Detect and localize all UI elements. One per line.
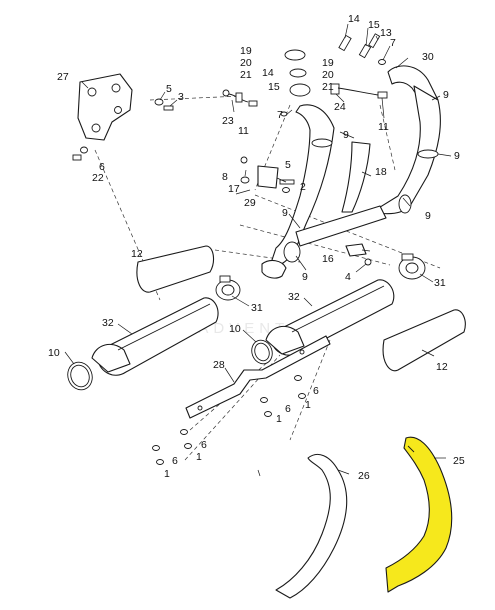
label-9: 9 [443,89,449,101]
clamp-31-right [398,253,426,280]
label-4: 4 [345,271,351,283]
muffler-shield-12-top [136,245,215,293]
front-header-pipe-9 [261,104,387,279]
label-9: 9 [302,271,308,283]
muffler-mount-bar-28 [185,335,331,419]
label-1: 1 [305,399,311,411]
label-11: 11 [378,121,389,133]
label-9: 9 [454,150,460,162]
header-pipe-26 [275,453,348,599]
label-1: 1 [196,451,202,463]
part-number-labels: 14 15 13 7 19 20 21 14 15 30 27 5 3 19 2… [48,13,465,482]
label-15: 15 [268,81,280,93]
label-9: 9 [425,210,431,222]
label-20: 20 [240,57,252,69]
label-17: 17 [228,183,240,195]
label-27: 27 [57,71,69,83]
label-12: 12 [131,248,143,260]
label-14: 14 [262,67,274,79]
label-6: 6 [99,161,105,173]
label-15: 15 [368,19,380,31]
label-31: 31 [434,277,446,289]
label-30: 30 [422,51,434,63]
label-11: 11 [238,125,249,137]
label-16: 16 [322,253,334,265]
bolt-washer-set [152,375,306,465]
label-1: 1 [164,468,170,480]
heat-shield-18 [341,141,371,213]
label-29: 29 [244,197,256,209]
clamp-ring-10-left [67,361,93,391]
label-21: 21 [322,81,334,93]
label-7: 7 [390,37,396,49]
leader-lines [64,23,452,477]
label-28: 28 [213,359,225,371]
label-18: 18 [375,166,387,178]
label-32: 32 [288,291,300,303]
label-20: 20 [322,69,334,81]
muffler-32-right [265,279,395,356]
label-31: 31 [251,302,263,314]
label-6: 6 [201,439,207,451]
label-13: 13 [380,27,392,39]
label-26: 26 [358,470,370,482]
label-19: 19 [240,45,252,57]
label-6: 6 [172,455,178,467]
label-10: 10 [48,347,60,359]
label-3: 3 [178,91,184,103]
label-23: 23 [222,115,234,127]
label-22: 22 [92,172,104,184]
label-14: 14 [348,13,360,25]
label-32: 32 [102,317,114,329]
label-5: 5 [166,83,172,95]
header-pipe-25-highlighted [385,436,453,593]
rear-header-pipe-9 [371,85,441,215]
bracket-part-27 [77,73,133,141]
clamp-ring-10-right [251,339,273,365]
mount-bracket-29 [240,156,295,193]
washer-bolt-5-3 [154,98,174,111]
muffler-32-left [91,297,219,376]
label-6: 6 [285,403,291,415]
label-2: 2 [300,181,306,193]
label-9: 9 [282,207,288,219]
oxygen-sensor-24 [330,83,388,99]
clamp-31-left [215,275,241,301]
muffler-shield-12-right [382,309,466,372]
label-25: 25 [453,455,465,467]
washer-bolt-6-22 [72,146,88,161]
label-19: 19 [322,57,334,69]
oxygen-sensor-23 [222,89,258,107]
label-24: 24 [334,101,346,113]
label-10: 10 [229,323,241,335]
label-12: 12 [436,361,448,373]
label-8: 8 [222,171,228,183]
label-21: 21 [240,69,252,81]
bracket-16-bolt-4 [345,243,372,266]
label-6: 6 [313,385,319,397]
label-9: 9 [343,129,349,141]
label-7: 7 [277,109,283,121]
label-5: 5 [285,159,291,171]
label-1: 1 [276,413,282,425]
